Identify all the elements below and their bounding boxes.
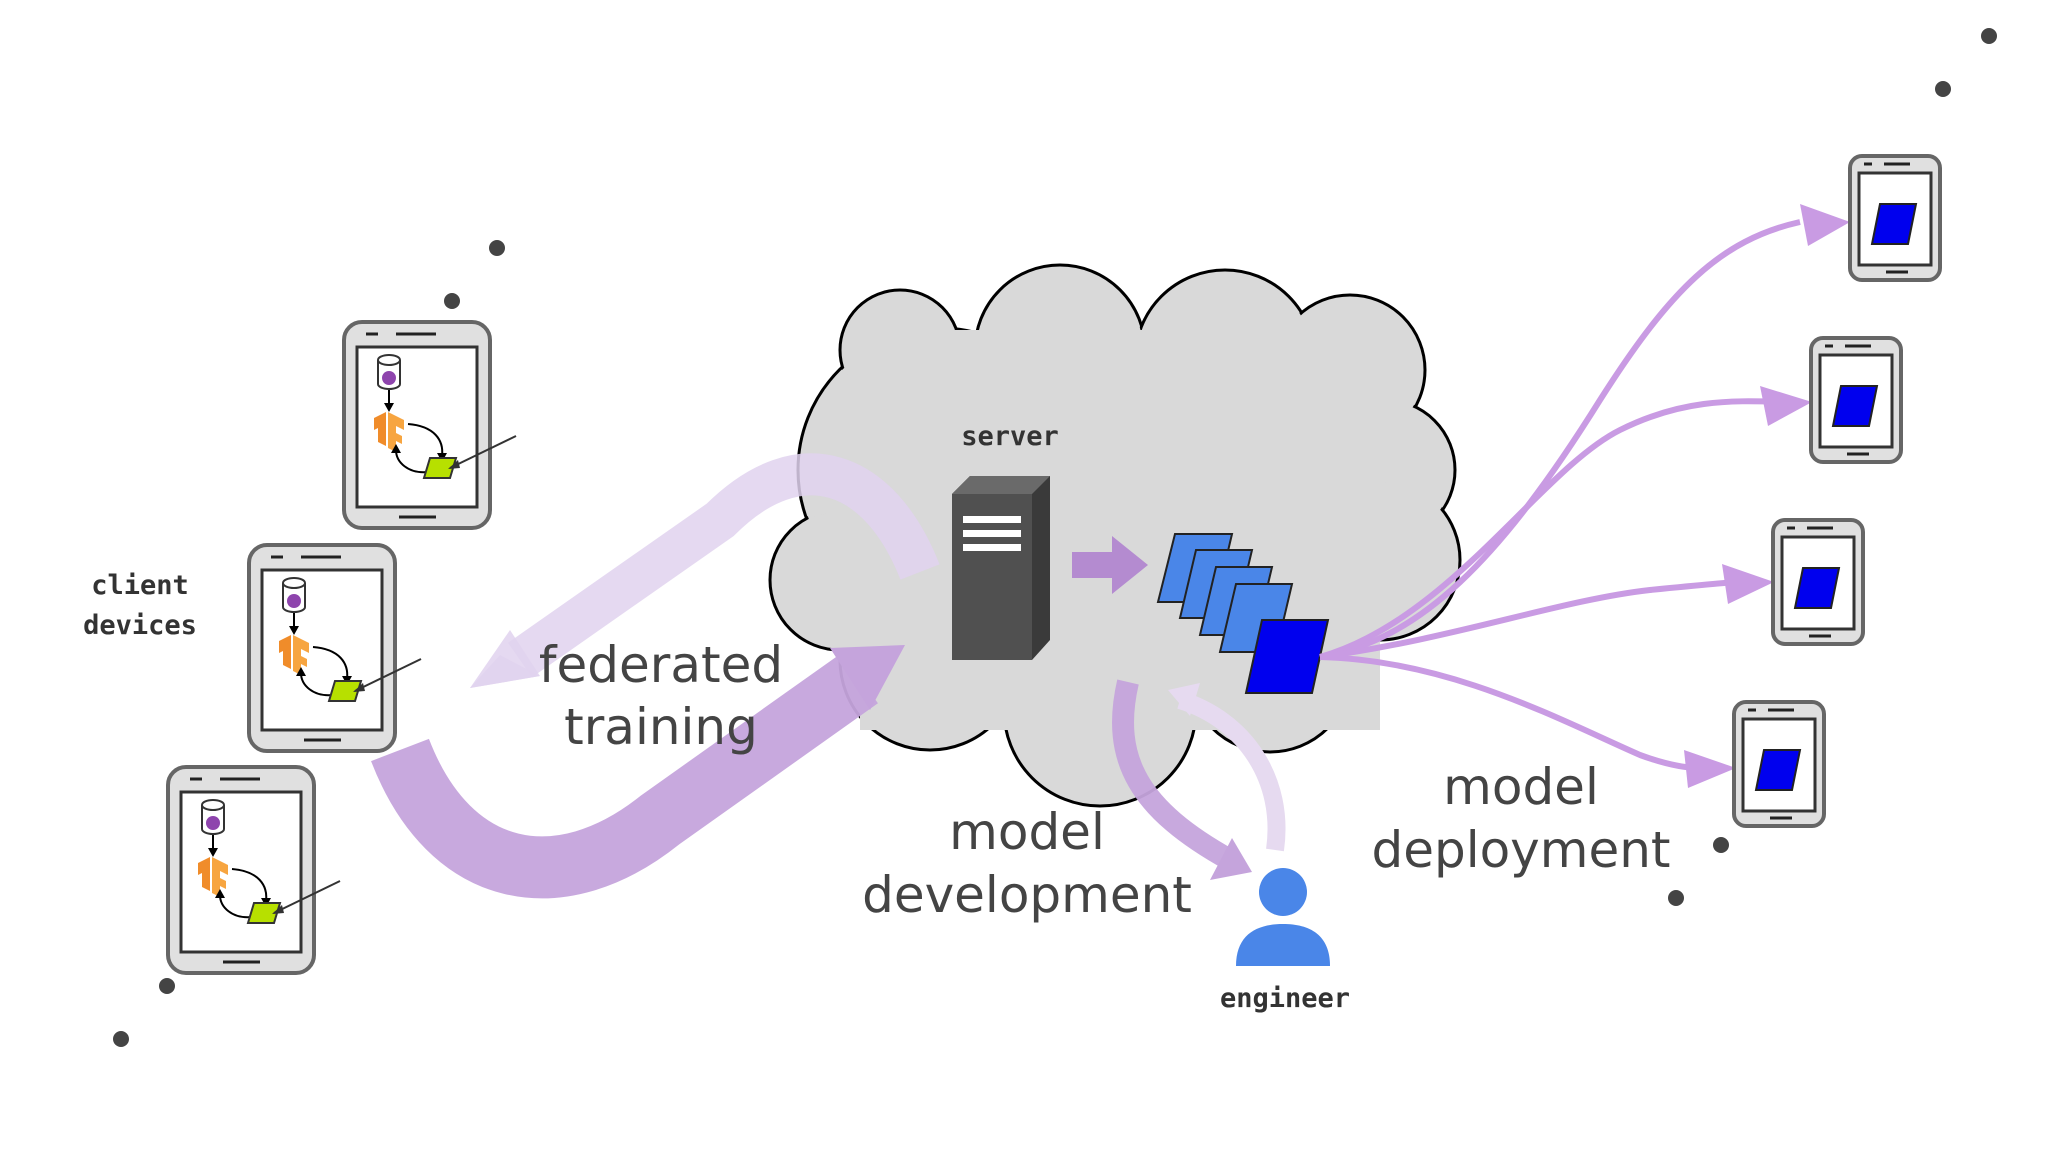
deployed-device-4 (1732, 700, 1826, 828)
model-development-arrows (1112, 679, 1286, 880)
cloud (768, 263, 1462, 808)
deployment-arrowheads (1684, 204, 1850, 788)
server-to-model-arrow (1072, 536, 1148, 594)
client-device-2 (247, 543, 423, 753)
deployment-arrows (1319, 219, 1801, 771)
deployed-device-3 (1771, 518, 1865, 646)
federated-training-label-line2: training (564, 698, 758, 756)
deployed-device-1 (1848, 154, 1942, 282)
client-device-3 (166, 765, 342, 975)
ellipsis-dots (113, 28, 1997, 1047)
model-deployment-label-line1: model (1443, 758, 1599, 816)
model-parallelogram-icon (1244, 619, 1330, 694)
federated-training-label-line1: federated (539, 636, 783, 694)
client-device-1 (342, 320, 518, 530)
deployed-device-2 (1809, 336, 1903, 464)
federated-training-arrows (371, 453, 940, 899)
engineer-label: engineer (1220, 983, 1350, 1014)
person-icon (1236, 868, 1330, 966)
server-rack-icon (952, 476, 1050, 660)
model-stack-icon (1156, 533, 1294, 653)
client-devices-label-line2: devices (83, 610, 197, 641)
model-deployment-label-line2: deployment (1371, 821, 1670, 879)
model-development-label-line2: development (862, 866, 1192, 924)
model-development-label-line1: model (949, 803, 1105, 861)
client-devices-label-line1: client (91, 570, 189, 601)
server-label: server (961, 421, 1059, 452)
